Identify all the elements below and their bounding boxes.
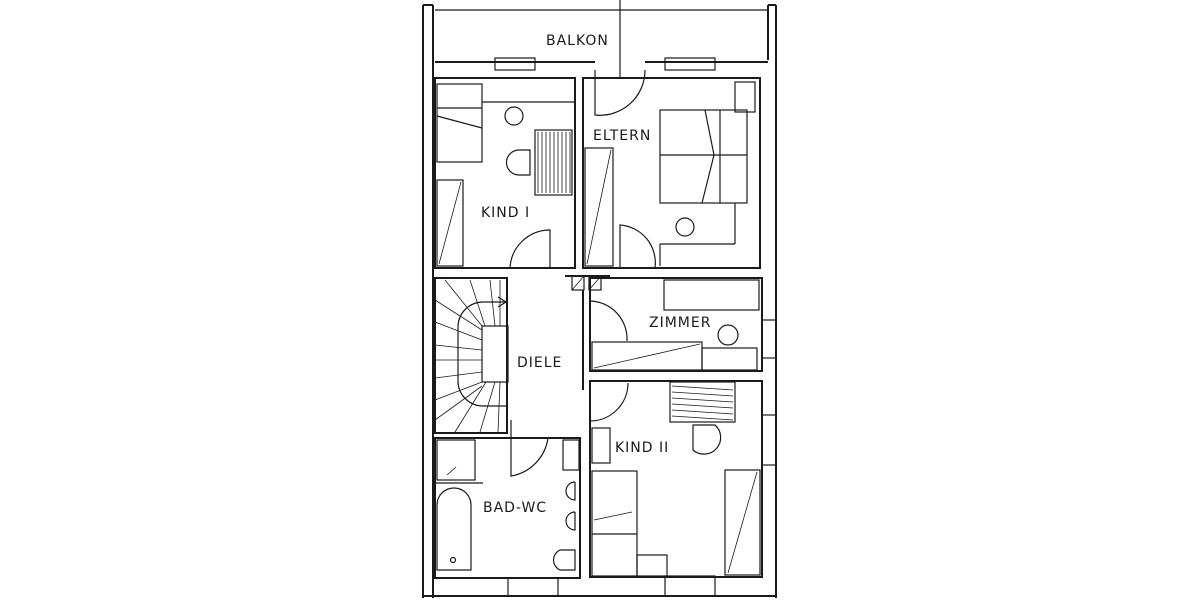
interior-walls [434,77,763,579]
bad-wc-furniture [435,420,580,597]
room-labels: BALKON KIND I ELTERN DIELE ZIMMER KIND I… [481,33,711,516]
balcony [435,0,768,116]
label-zimmer: ZIMMER [649,315,711,331]
outer-walls [422,4,777,598]
kind1-furniture [436,83,575,269]
eltern-furniture [584,81,756,269]
staircase [434,279,509,433]
label-eltern: ELTERN [593,128,651,144]
shafts [571,275,602,291]
kind2-furniture [589,381,777,597]
zimmer-furniture [589,279,777,371]
label-bad-wc: BAD-WC [483,500,547,516]
label-balkon: BALKON [546,33,609,49]
label-kind-2: KIND II [615,440,669,456]
label-diele: DIELE [517,355,562,371]
label-kind-1: KIND I [481,205,530,221]
